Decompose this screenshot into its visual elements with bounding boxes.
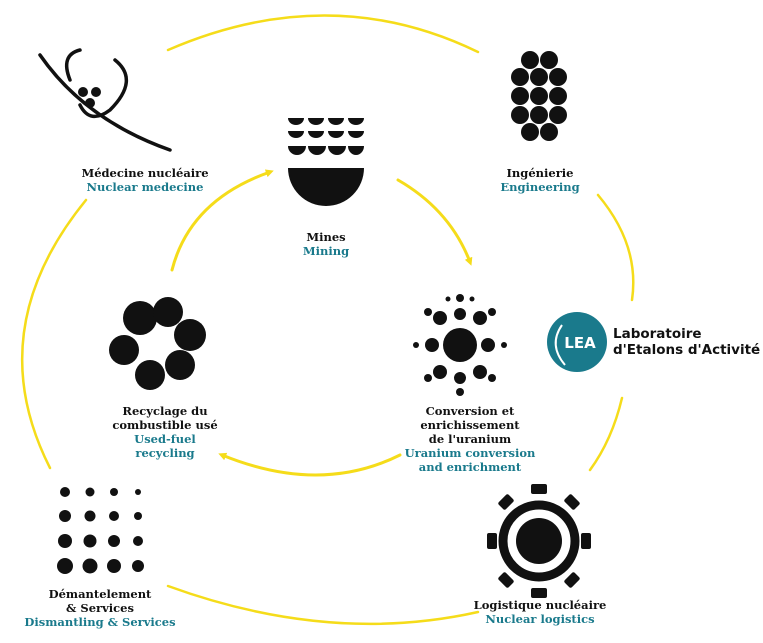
arrow-mines-to-conversion [396, 178, 473, 266]
conversion-label-fr-1: Conversion et [425, 404, 515, 418]
lea-logo-text: LEA [564, 334, 596, 352]
gear-ring-icon [487, 484, 591, 598]
outer-arc-left [20, 198, 88, 470]
arrow-conversion-to-recycling [218, 452, 402, 477]
node-conversion: Conversion et enrichissement de l'uraniu… [395, 404, 545, 474]
ingenierie-label-en: Engineering [500, 180, 580, 194]
recyclage-label-fr-1: Recyclage du [122, 404, 208, 418]
arrow-recycling-to-mines [170, 169, 274, 272]
atom-particle-icon [38, 48, 172, 152]
outer-arc-right-upper [596, 193, 635, 302]
outer-arc-top [166, 14, 480, 54]
logistique-label-fr: Logistique nucléaire [473, 598, 607, 612]
cluster-circles-icon [511, 51, 567, 141]
conversion-label-en-2: and enrichment [418, 460, 522, 474]
recyclage-label-fr-2: combustible usé [112, 418, 218, 432]
outer-arc-right-lower [588, 396, 624, 472]
conversion-label-fr-3: de l'uranium [428, 432, 512, 446]
outer-ring [20, 14, 635, 626]
lea-title: Laboratoire d'Etalons d'Activité [613, 326, 760, 358]
node-logistique: Logistique nucléaire Nuclear logistics [470, 598, 610, 626]
medecine-label-en: Nuclear medecine [86, 180, 204, 194]
lea-logo: LEA [547, 312, 607, 372]
dot-grid-icon [57, 487, 144, 574]
recyclage-label-en-1: Used-fuel [134, 432, 196, 446]
outer-arc-bottom [166, 584, 480, 626]
inner-cycle [170, 169, 473, 477]
conversion-label-fr-2: enrichissement [420, 418, 520, 432]
recyclage-label-en-2: recycling [135, 446, 195, 460]
mines-label-en: Mining [302, 244, 350, 258]
node-demantelement: Démantelement & Services Dismantling & S… [15, 587, 185, 629]
logistique-label-en: Nuclear logistics [485, 612, 595, 626]
radiating-dots-icon [413, 294, 507, 396]
lea-title-line-1: Laboratoire [613, 326, 702, 342]
mining-layers-icon [288, 118, 364, 206]
conversion-label-en-1: Uranium conversion [404, 446, 536, 460]
demantelement-label-en: Dismantling & Services [24, 615, 176, 629]
flower-cycle-icon [109, 297, 206, 390]
node-ingenierie: Ingénierie Engineering [480, 166, 600, 194]
ingenierie-label-fr: Ingénierie [506, 166, 574, 180]
demantelement-label-fr-2: & Services [66, 601, 134, 615]
node-recyclage: Recyclage du combustible usé Used-fuel r… [100, 404, 230, 460]
medecine-label-fr: Médecine nucléaire [81, 166, 209, 180]
lea-title-line-2: d'Etalons d'Activité [613, 342, 761, 358]
node-mines: Mines Mining [286, 230, 366, 258]
node-medecine: Médecine nucléaire Nuclear medecine [60, 166, 230, 194]
mines-label-fr: Mines [306, 230, 346, 244]
demantelement-label-fr-1: Démantelement [48, 587, 152, 601]
